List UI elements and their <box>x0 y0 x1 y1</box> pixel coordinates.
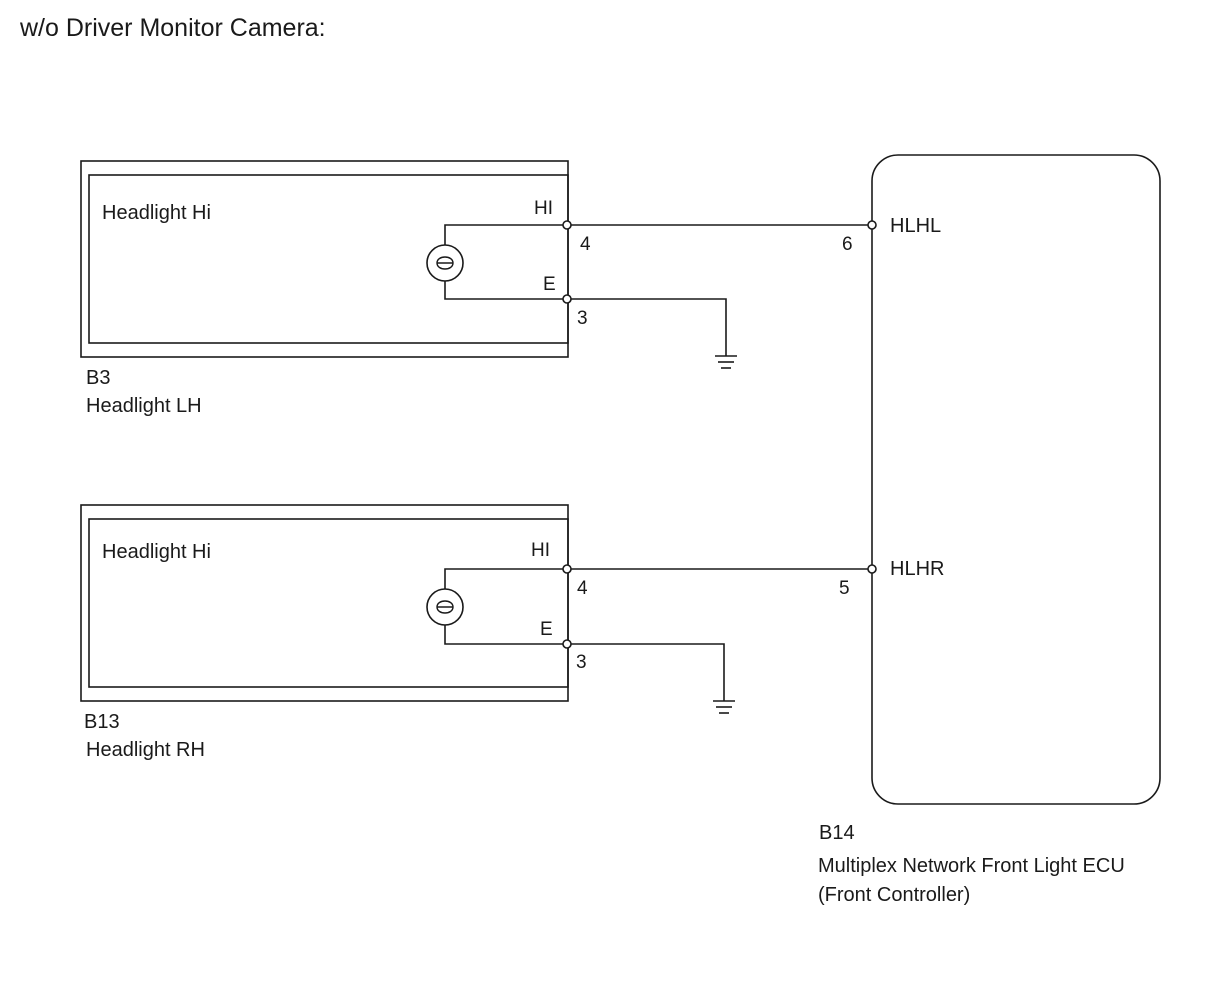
headlight-lh-pin-e-name: E <box>543 274 556 295</box>
headlight-rh-inner-frame <box>88 518 569 688</box>
ground-icon <box>715 355 737 369</box>
headlight-rh-bulb-wire-bottom <box>444 625 567 645</box>
ecu-code: B14 <box>819 822 855 844</box>
headlight-rh-terminal-hi <box>562 564 572 574</box>
ground-icon <box>713 700 735 714</box>
headlight-lh-terminal-e <box>562 294 572 304</box>
headlight-lh-outer-frame <box>80 160 569 358</box>
ecu-terminal-hlhl <box>867 220 877 230</box>
headlight-rh-pin-hi-num: 4 <box>577 578 588 599</box>
ecu-pin-hlhl-name: HLHL <box>890 215 941 237</box>
headlight-rh-name: Headlight RH <box>86 739 205 761</box>
headlight-lh-code: B3 <box>86 367 110 389</box>
headlight-rh-bulb-wire-top <box>444 568 567 589</box>
headlight-rh-terminal-e <box>562 639 572 649</box>
ecu-name-line1: Multiplex Network Front Light ECU <box>818 855 1125 877</box>
headlight-lh-terminal-hi <box>562 220 572 230</box>
headlight-rh-code: B13 <box>84 711 120 733</box>
headlight-lh-pin-e-num: 3 <box>577 308 588 329</box>
ecu-pin-hlhr-name: HLHR <box>890 558 944 580</box>
headlight-lh-inner-label: Headlight Hi <box>102 202 211 224</box>
ecu-frame <box>871 154 1161 805</box>
headlight-rh-inner-label: Headlight Hi <box>102 541 211 563</box>
diagram-title: w/o Driver Monitor Camera: <box>19 14 326 42</box>
ecu-pin-hlhl-num: 6 <box>842 234 853 255</box>
headlight-lh-pin-hi-num: 4 <box>580 234 591 255</box>
headlight-rh-pin-e-num: 3 <box>576 652 587 673</box>
headlight-rh-outer-frame <box>80 504 569 702</box>
ecu-terminal-hlhr <box>867 564 877 574</box>
headlight-lh-pin-hi-name: HI <box>534 198 553 219</box>
ecu-pin-hlhr-num: 5 <box>839 578 850 599</box>
headlight-lh-unit: Headlight Hi HI 4 E 3 B3 Headlight LH <box>80 160 591 417</box>
headlight-rh-pin-e-name: E <box>540 619 553 640</box>
wire-lh-ground <box>567 298 727 356</box>
headlight-rh-unit: Headlight Hi HI 4 E 3 B13 Headlight RH <box>80 504 588 761</box>
wire-rh-ground <box>567 643 725 701</box>
headlight-lh-bulb-wire-bottom <box>444 281 567 300</box>
bulb-icon <box>426 244 464 282</box>
ecu-name-line2: (Front Controller) <box>818 884 970 906</box>
bulb-icon <box>426 588 464 626</box>
headlight-lh-name: Headlight LH <box>86 395 202 417</box>
front-light-ecu: 6 HLHL 5 HLHR B14 Multiplex Network Fron… <box>818 154 1161 906</box>
headlight-lh-bulb-wire-top <box>444 224 567 245</box>
headlight-rh-pin-hi-name: HI <box>531 540 550 561</box>
headlight-lh-inner-frame <box>88 174 569 344</box>
